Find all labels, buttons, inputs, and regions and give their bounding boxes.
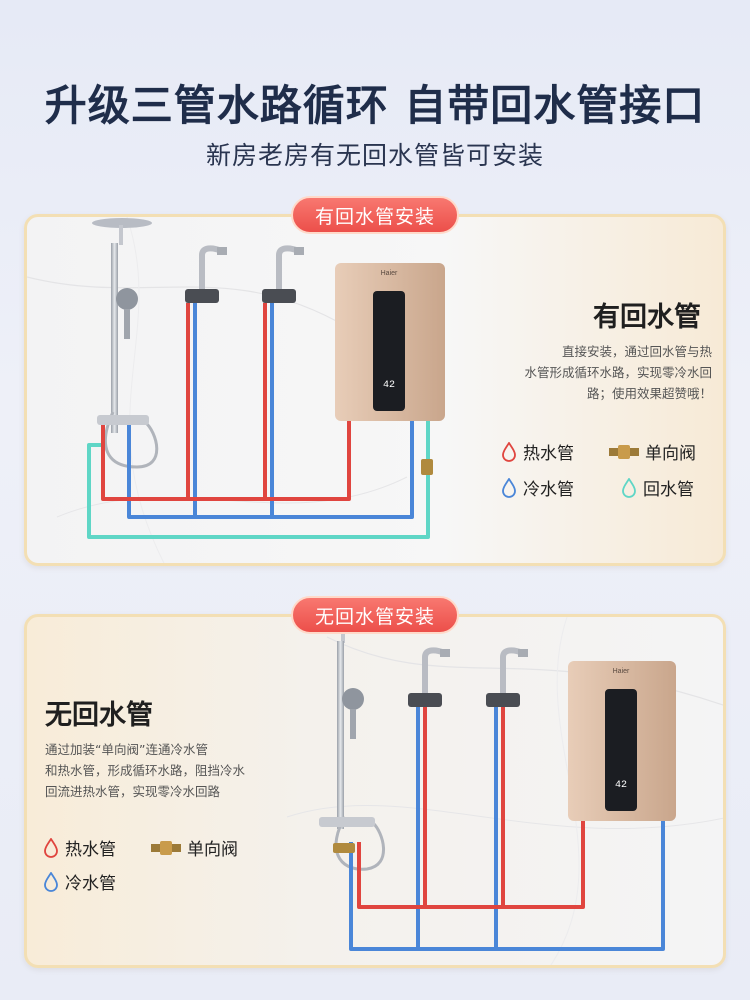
svg-text:Haier: Haier bbox=[381, 270, 398, 277]
page-title: 升级三管水路循环 自带回水管接口 bbox=[44, 81, 706, 130]
legend-hot: 热水管 bbox=[501, 439, 574, 464]
check-valve-icon bbox=[609, 444, 639, 459]
legend-valve: 单向阀 bbox=[609, 439, 696, 464]
with-return-badge: 有回水管安装 bbox=[291, 196, 459, 234]
shower-set bbox=[92, 218, 159, 469]
water-heater: Haier 42 bbox=[335, 263, 445, 421]
hot-water-drop-icon bbox=[502, 441, 516, 462]
legend-cold: 冷水管 bbox=[501, 475, 574, 500]
svg-text:Haier: Haier bbox=[613, 668, 630, 675]
with-return-description: 直接安装，通过回水管与热 水管形成循环水路，实现零冷水回 路；使用效果超赞哦！ bbox=[524, 344, 712, 401]
page-subtitle: 新房老房有无回水管皆可安装 bbox=[205, 141, 544, 170]
legend-hot: 热水管 bbox=[43, 835, 116, 860]
without-return-description: 通过加装“单向阀”连通冷水管 和热水管，形成循环水路，阻挡冷水 回流进热水管，实… bbox=[45, 742, 246, 799]
legend-valve: 单向阀 bbox=[151, 835, 238, 860]
svg-text:42: 42 bbox=[383, 380, 395, 391]
hot-pipe bbox=[357, 819, 585, 909]
without-return-diagram: Haier 42 bbox=[319, 623, 676, 951]
with-return-heading: 有回水管 bbox=[593, 302, 701, 333]
hot-water-drop-icon bbox=[44, 837, 58, 858]
return-water-drop-icon bbox=[622, 477, 636, 498]
without-return-heading: 无回水管 bbox=[45, 700, 153, 731]
check-valve bbox=[333, 843, 355, 853]
legend-cold: 冷水管 bbox=[43, 869, 116, 894]
without-return-card: Haier 42 无回水管 通过加装“单向阀”连通冷水管 和热水管，形成循环水路… bbox=[24, 614, 726, 968]
legend-return: 回水管 bbox=[621, 475, 694, 500]
with-return-diagram: Haier 42 bbox=[87, 218, 445, 539]
cold-water-drop-icon bbox=[44, 871, 58, 892]
water-heater: Haier 42 bbox=[568, 661, 676, 821]
faucet-2 bbox=[262, 245, 304, 303]
return-pipe bbox=[87, 417, 430, 539]
without-return-badge: 无回水管安装 bbox=[291, 596, 459, 634]
cold-water-drop-icon bbox=[502, 477, 516, 498]
faucet-1 bbox=[408, 647, 450, 707]
faucet-1 bbox=[185, 245, 227, 303]
faucet-2 bbox=[486, 647, 528, 707]
shower-set bbox=[319, 623, 385, 871]
with-return-card: Haier 42 有回水管 直接安装，通过回水管与热 水管形成循环水路，实现零冷… bbox=[24, 214, 726, 566]
svg-text:42: 42 bbox=[615, 780, 627, 791]
check-valve-icon bbox=[151, 840, 181, 855]
check-valve bbox=[421, 459, 433, 475]
hot-pipe bbox=[101, 417, 351, 501]
cold-pipe bbox=[349, 819, 665, 951]
